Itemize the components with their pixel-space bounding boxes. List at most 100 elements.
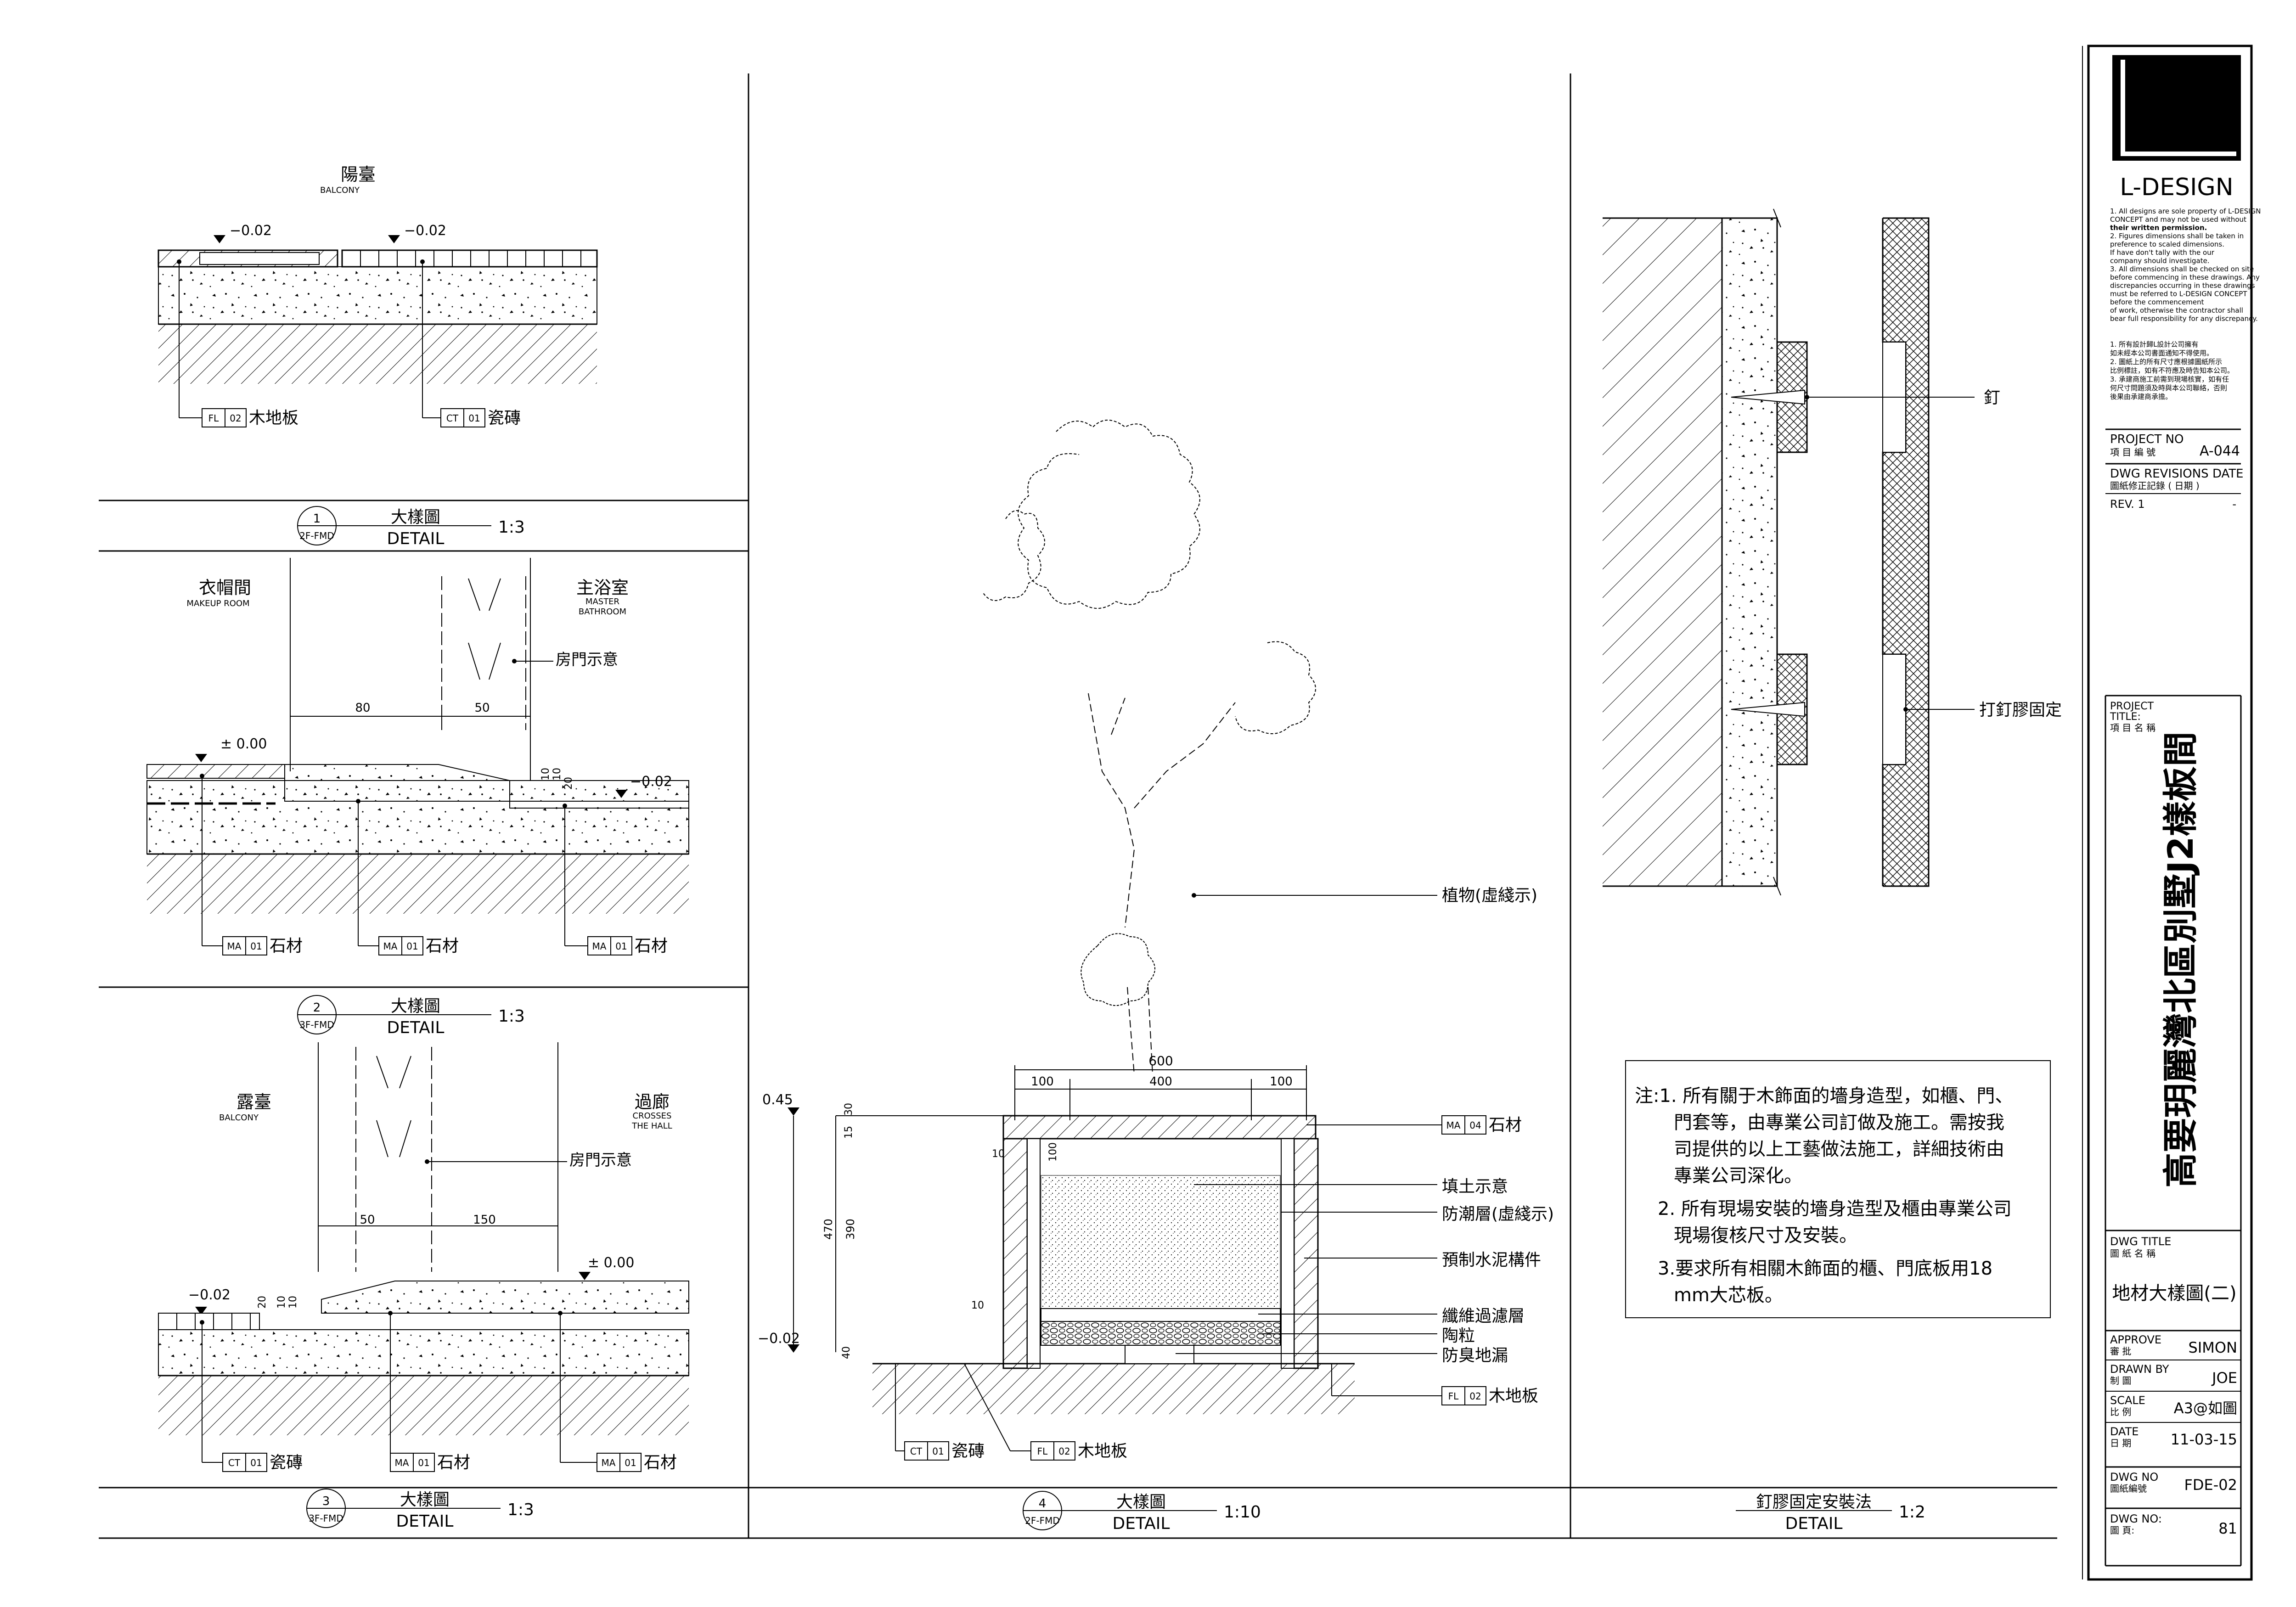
svg-text:大樣圖: 大樣圖 xyxy=(391,508,440,527)
svg-text:釘: 釘 xyxy=(1984,388,2000,407)
svg-text:4: 4 xyxy=(1039,1497,1047,1511)
svg-text:150: 150 xyxy=(473,1213,496,1227)
section-4-planter: 植物(虛綫示) 600 100 400 100 0.45 −0.02 470 3… xyxy=(758,420,1554,1533)
section-3-terrace: 露臺 BALCONY 過廊 CROSSES THE HALL 房門示意 50 1… xyxy=(158,1042,689,1531)
svg-text:100: 100 xyxy=(1270,1075,1293,1089)
svg-text:DETAIL: DETAIL xyxy=(396,1512,454,1531)
svg-text:比 例: 比 例 xyxy=(2110,1406,2131,1417)
svg-text:圖紙編號: 圖紙編號 xyxy=(2110,1483,2147,1494)
svg-text:DETAIL: DETAIL xyxy=(387,529,445,548)
svg-text:1: 1 xyxy=(313,512,321,526)
svg-text:-: - xyxy=(2232,498,2236,511)
svg-text:0.45: 0.45 xyxy=(762,1092,793,1108)
svg-text:50: 50 xyxy=(360,1213,375,1227)
l-design-logo-icon xyxy=(2112,55,2241,161)
svg-text:01: 01 xyxy=(418,1457,429,1468)
plant-outline-icon xyxy=(982,420,1316,1075)
svg-text:MA: MA xyxy=(602,1457,616,1468)
svg-text:門套等，由專業公司訂做及施工。需按我: 門套等，由專業公司訂做及施工。需按我 xyxy=(1674,1112,2004,1133)
svg-text:MA: MA xyxy=(227,941,242,952)
svg-text:600: 600 xyxy=(1148,1053,1173,1068)
svg-text:bear full responsibility for: bear full responsibility for any discrep… xyxy=(2110,315,2258,323)
svg-text:CONCEPT and may not be used w: CONCEPT and may not be used without xyxy=(2110,215,2246,224)
svg-text:discrepancies occurring in the: discrepancies occurring in these drawing… xyxy=(2110,281,2255,290)
project-title: 高要玥麗灣北區別墅J2樣板間 xyxy=(2160,731,2201,1187)
svg-text:石材: 石材 xyxy=(270,937,303,955)
svg-text:10: 10 xyxy=(992,1148,1005,1160)
svg-text:CT: CT xyxy=(910,1446,923,1457)
svg-text:木地板: 木地板 xyxy=(1078,1442,1127,1461)
svg-text:01: 01 xyxy=(250,941,262,952)
svg-text:石材: 石材 xyxy=(437,1453,470,1472)
svg-text:20: 20 xyxy=(257,1296,268,1309)
material-tag-ma01: MA 01 石材 xyxy=(378,936,459,955)
svg-text:10: 10 xyxy=(287,1296,299,1309)
svg-text:1. All designs are sole proper: 1. All designs are sole property of L-DE… xyxy=(2110,207,2261,215)
svg-text:1:10: 1:10 xyxy=(1224,1503,1261,1522)
svg-text:10: 10 xyxy=(540,768,551,781)
svg-text:CT: CT xyxy=(228,1457,241,1468)
material-tag-fl02: FL 02 木地板 xyxy=(1441,1386,1538,1405)
svg-text:400: 400 xyxy=(1149,1075,1172,1089)
material-tag-fl02: FL 02 木地板 xyxy=(1030,1441,1127,1461)
level-marker-icon xyxy=(788,1107,799,1116)
svg-text:何尺寸問題須及時與本公司聯絡，否則: 何尺寸問題須及時與本公司聯絡，否則 xyxy=(2110,384,2227,392)
detail-title-1: 1 2F-FMD 大樣圖 DETAIL 1:3 xyxy=(297,506,525,548)
svg-text:preference to scaled dimension: preference to scaled dimensions. xyxy=(2110,240,2224,248)
svg-text:10: 10 xyxy=(551,768,563,781)
section-1-balcony: 陽臺 BALCONY −0.02 −0.02 xyxy=(158,164,598,548)
svg-text:圖 頁:: 圖 頁: xyxy=(2110,1525,2134,1536)
svg-text:before the commencement: before the commencement xyxy=(2110,298,2204,306)
svg-text:−0.02: −0.02 xyxy=(758,1331,800,1347)
title-block: L-DESIGN 1. All designs are sole propert… xyxy=(2082,45,2261,1581)
svg-text:02: 02 xyxy=(1469,1391,1481,1402)
svg-text:DWG TITLE: DWG TITLE xyxy=(2110,1235,2171,1248)
svg-text:石材: 石材 xyxy=(1489,1116,1522,1135)
svg-text:FL: FL xyxy=(208,413,219,424)
sheet-frame xyxy=(99,73,2057,1539)
svg-text:MA: MA xyxy=(592,941,607,952)
svg-text:DRAWN BY: DRAWN BY xyxy=(2110,1363,2169,1376)
svg-text:木地板: 木地板 xyxy=(249,409,298,427)
svg-text:100: 100 xyxy=(1047,1142,1059,1162)
svg-text:BALCONY: BALCONY xyxy=(219,1113,259,1123)
svg-text:後果由承建商承擔。: 後果由承建商承擔。 xyxy=(2110,393,2172,401)
svg-text:1:3: 1:3 xyxy=(498,1007,525,1026)
svg-text:of work, otherwise the contrac: of work, otherwise the contractor shall xyxy=(2110,306,2243,315)
svg-text:MA: MA xyxy=(395,1457,409,1468)
svg-text:04: 04 xyxy=(1469,1120,1481,1131)
svg-text:比例標註，如有不符應及時告知本公司。: 比例標註，如有不符應及時告知本公司。 xyxy=(2110,366,2234,375)
svg-text:MA: MA xyxy=(1446,1120,1461,1131)
dwg-title: 地材大樣圖(二) xyxy=(2112,1283,2236,1304)
material-tag-ma01: MA 01 石材 xyxy=(390,1453,470,1472)
svg-text:11-03-15: 11-03-15 xyxy=(2171,1431,2237,1448)
svg-text:石材: 石材 xyxy=(644,1453,677,1472)
svg-text:A-044: A-044 xyxy=(2200,443,2240,459)
svg-text:01: 01 xyxy=(468,413,480,424)
svg-text:釘膠固定安裝法: 釘膠固定安裝法 xyxy=(1756,1493,1872,1511)
general-notes: 注:1. 所有關于木飾面的墻身造型，如櫃、門、 門套等，由專業公司訂做及施工。需… xyxy=(1625,1060,2051,1318)
svg-text:1:2: 1:2 xyxy=(1899,1503,1925,1522)
svg-text:100: 100 xyxy=(1031,1075,1054,1089)
svg-text:現場復核尺寸及安裝。: 現場復核尺寸及安裝。 xyxy=(1674,1225,1857,1246)
svg-text:81: 81 xyxy=(2218,1520,2237,1537)
svg-text:纖維過濾層: 纖維過濾層 xyxy=(1442,1307,1525,1326)
svg-text:3F-FMD: 3F-FMD xyxy=(309,1513,343,1524)
svg-text:制 圖: 制 圖 xyxy=(2110,1375,2131,1386)
detail-title-3: 3 3F-FMD 大樣圖 DETAIL 1:3 xyxy=(306,1489,534,1531)
svg-text:FDE-02: FDE-02 xyxy=(2184,1476,2237,1494)
svg-text:DETAIL: DETAIL xyxy=(387,1018,445,1037)
material-tag-ct01: CT 01 瓷磚 xyxy=(904,1441,985,1461)
svg-text:10: 10 xyxy=(276,1296,287,1309)
svg-text:01: 01 xyxy=(615,941,627,952)
svg-text:填土示意: 填土示意 xyxy=(1442,1177,1508,1196)
detail-title-4: 4 2F-FMD 大樣圖 DETAIL 1:10 xyxy=(1023,1491,1261,1533)
material-tag-ct01: CT 01 瓷磚 xyxy=(222,1453,303,1472)
section-5-glue-fixing: 釘 打釘膠固定 釘膠固定安裝法 DETAIL 1:2 xyxy=(1603,208,2062,1533)
svg-text:瓷磚: 瓷磚 xyxy=(951,1442,985,1461)
svg-text:專業公司深化。: 專業公司深化。 xyxy=(1674,1165,1802,1186)
brand-name: L-DESIGN xyxy=(2120,174,2233,201)
svg-text:大樣圖: 大樣圖 xyxy=(1116,1493,1166,1511)
svg-text:圖紙修正記錄 ( 日期 ): 圖紙修正記錄 ( 日期 ) xyxy=(2110,480,2200,491)
